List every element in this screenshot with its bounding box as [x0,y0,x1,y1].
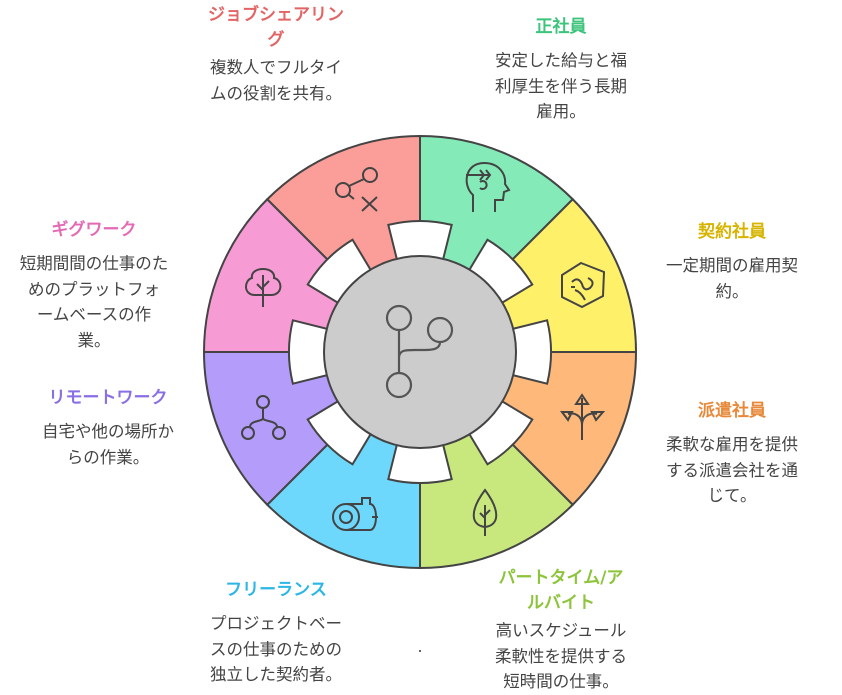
label-keiyaku: 契約社員 一定期間の雇用契約。 [644,220,820,304]
ring-notch [387,220,453,262]
ring-notch [510,319,552,385]
title-remote: リモートワーク [48,388,168,408]
three-arrows-icon [560,393,606,440]
label-jobshare: ジョブシェアリング 複数人でフルタイムの役割を共有。 [188,3,364,106]
ring-notch [288,319,330,385]
desc-line: 雇用。 [536,102,586,121]
desc-line: する派遣会社を通 [666,460,798,480]
desc-line: 業。 [77,330,111,350]
desc-keiyaku: 一定期間の雇用契約。 [644,253,820,304]
title-haken: 派遣社員 [698,401,766,421]
ring-notch [467,399,534,466]
desc-line: 安定した給与と福 [495,51,627,70]
title-seishain: 正社員 [535,17,587,37]
head-leaf-icon [465,161,511,212]
desc-line: じて。 [707,486,757,505]
desc-line: ームベースの作 [36,305,152,324]
label-freelance: フリーランス プロジェクトベースの仕事のための独立した契約者。 [188,578,364,688]
desc-line: めのプラットフォ [28,279,160,299]
desc-line: 利厚生を伴う長期 [495,76,627,96]
desc-line: 一定期間の雇用契 [666,256,798,275]
label-remote: リモートワーク 自宅や他の場所からの作業。 [20,386,196,470]
hexagon-splash-icon [561,261,606,309]
leaf-icon [472,488,498,536]
desc-seishain: 安定した給与と福利厚生を伴う長期雇用。 [473,48,649,125]
desc-line: 柔軟な雇用を提供 [666,435,798,454]
branch-icon [385,304,454,399]
desc-haken: 柔軟な雇用を提供する派遣会社を通じて。 [644,432,820,509]
desc-remote: 自宅や他の場所からの作業。 [20,419,196,470]
title-freelance: フリーランス [225,580,327,600]
desc-line: ムの役割を共有。 [210,83,342,103]
label-gig: ギグワーク 短期間間の仕事のためのプラットフォームベースの作業。 [6,218,182,353]
label-seishain: 正社員 安定した給与と福利厚生を伴う長期雇用。 [473,15,649,125]
desc-part: 高いスケジュール柔軟性を提供する短時間の仕事。 [473,618,649,695]
desc-jobshare: 複数人でフルタイムの役割を共有。 [188,55,364,106]
desc-line: 自宅や他の場所か [42,422,174,441]
title-line: ルバイト [527,593,595,613]
tree-icon [245,268,282,307]
title-gig: ギグワーク [51,220,137,240]
title-line: パートタイム/ア [498,568,624,588]
desc-line: プロジェクトベー [210,614,342,633]
desc-line: らの作業。 [66,447,150,467]
desc-line: 高いスケジュール [495,621,627,640]
dot [419,650,421,652]
desc-line: 短時間の仕事。 [503,672,619,691]
label-haken: 派遣社員 柔軟な雇用を提供する派遣会社を通じて。 [644,399,820,509]
desc-gig: 短期間間の仕事のためのプラットフォームベースの作業。 [6,251,182,353]
desc-line: スの仕事のための [210,639,342,659]
label-part: パートタイム/アルバイト 高いスケジュール柔軟性を提供する短時間の仕事。 [473,566,649,695]
title-jobshare: ジョブシェアリング [188,3,364,53]
desc-freelance: プロジェクトベースの仕事のための独立した契約者。 [188,611,364,688]
desc-line: 柔軟性を提供する [495,646,627,666]
ring-notch [306,238,373,305]
desc-line: 複数人でフルタイ [210,58,342,77]
log-icon [332,497,378,531]
share-cross-icon [335,167,378,212]
ring-notch [387,442,453,484]
center-circle [323,255,517,449]
title-keiyaku: 契約社員 [698,222,766,242]
desc-line: 独立した契約者。 [210,665,342,684]
title-part: パートタイム/アルバイト [473,566,649,616]
network-nodes-icon [241,395,286,440]
desc-line: 約。 [715,281,749,301]
title-line: グ [267,30,285,50]
title-line: ジョブシェアリン [208,5,344,25]
desc-line: 短期間間の仕事のた [19,254,169,273]
ring-notch [467,238,534,305]
ring-notch [306,399,373,466]
